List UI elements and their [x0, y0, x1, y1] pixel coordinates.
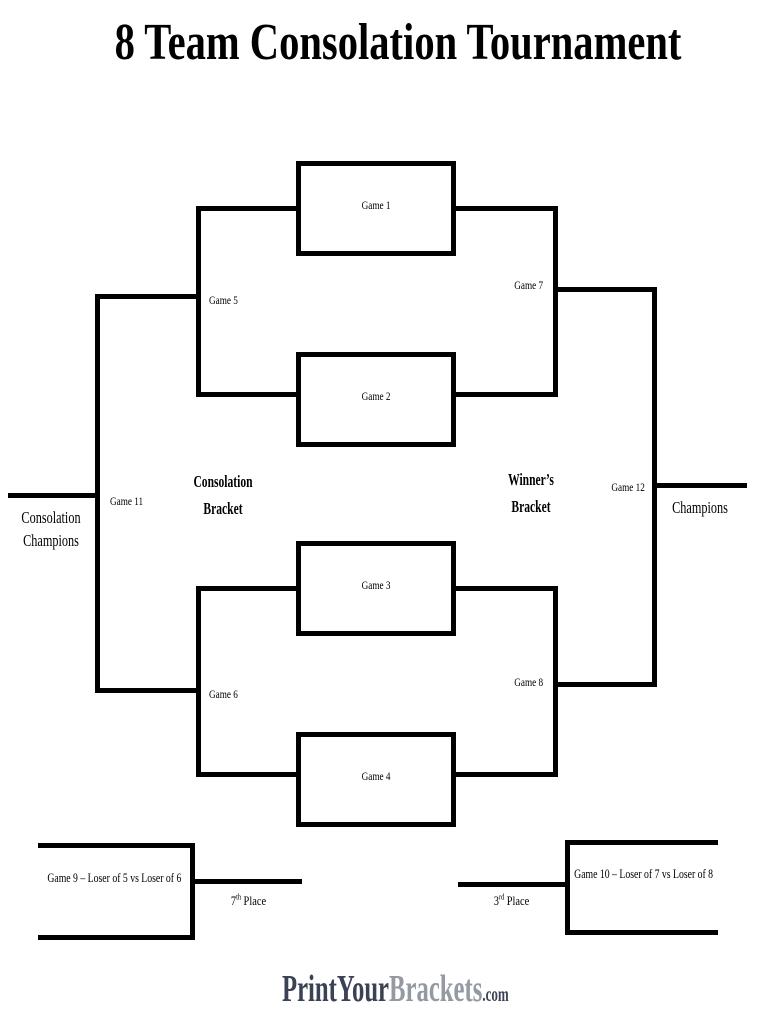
consolation-bracket-header-line1: Consolation [193, 472, 253, 491]
game8-vertical-line [553, 586, 558, 777]
game1-box: Game 1 [296, 161, 456, 256]
seventh-place-line [195, 879, 302, 884]
consolation-bracket-header-line2: Bracket [203, 499, 243, 518]
game5-bottom-line [196, 392, 299, 397]
footer-logo: PrintYourBrackets.com [282, 970, 509, 1008]
third-place-word: Place [506, 893, 530, 908]
game6-label: Game 6 [209, 689, 238, 701]
third-place-line [458, 882, 565, 887]
winners-bracket-header: Winner’s Bracket [480, 466, 582, 520]
game6-bottom-line [196, 772, 299, 777]
game1-label: Game 1 [361, 199, 391, 212]
game7-label: Game 7 [514, 280, 543, 292]
game6-vertical-line [196, 586, 201, 777]
game5-label: Game 5 [209, 295, 238, 307]
consolation-champion-line [8, 493, 98, 498]
game10-box: Game 10 – Loser of 7 vs Loser of 8 [565, 840, 718, 935]
winners-bracket-header-line2: Bracket [511, 497, 551, 516]
third-place-number: 3 [493, 893, 499, 908]
game5-vertical-line [196, 206, 201, 397]
champions-label: Champions [672, 498, 728, 517]
page-title: 8 Team Consolation Tournament [114, 14, 682, 71]
champion-line [652, 483, 747, 488]
game2-box: Game 2 [296, 352, 456, 447]
consolation-champions-label: Consolation Champions [18, 506, 84, 552]
game7-vertical-line [553, 206, 558, 397]
game10-label: Game 10 – Loser of 7 vs Loser of 8 [574, 865, 714, 881]
game4-out-line [453, 772, 558, 777]
game3-out-line [453, 586, 558, 591]
seventh-place-suffix: th [236, 892, 242, 902]
consolation-bracket-header: Consolation Bracket [172, 468, 274, 522]
game2-out-line [453, 392, 558, 397]
game4-label: Game 4 [361, 770, 391, 783]
third-place-suffix: rd [498, 892, 505, 902]
logo-printyour: PrintYour [282, 968, 390, 1010]
winners-bracket-header-line1: Winner’s [508, 470, 554, 489]
game3-box: Game 3 [296, 541, 456, 636]
game11-label: Game 11 [110, 496, 144, 508]
game2-label: Game 2 [361, 390, 391, 403]
seventh-place-number: 7 [230, 893, 237, 908]
consolation-champions-line1: Consolation [21, 508, 81, 527]
game9-box: Game 9 – Loser of 5 vs Loser of 6 [38, 843, 195, 940]
game12-label: Game 12 [611, 482, 645, 494]
logo-brackets: Brackets [389, 968, 483, 1010]
game9-label: Game 9 – Loser of 5 vs Loser of 6 [46, 869, 182, 885]
game7-out-line [553, 287, 657, 292]
game8-label: Game 8 [514, 677, 543, 689]
logo-dotcom: .com [482, 984, 509, 1006]
game6-top-line [196, 586, 299, 591]
consolation-champions-line2: Champions [23, 531, 79, 550]
seventh-place-word: Place [243, 893, 267, 908]
game5-top-line [196, 206, 299, 211]
game8-out-line [553, 682, 657, 687]
game1-out-line [453, 206, 558, 211]
game3-label: Game 3 [361, 579, 391, 592]
game4-box: Game 4 [296, 732, 456, 827]
game6-out-line [95, 688, 199, 693]
game5-out-line [95, 294, 199, 299]
